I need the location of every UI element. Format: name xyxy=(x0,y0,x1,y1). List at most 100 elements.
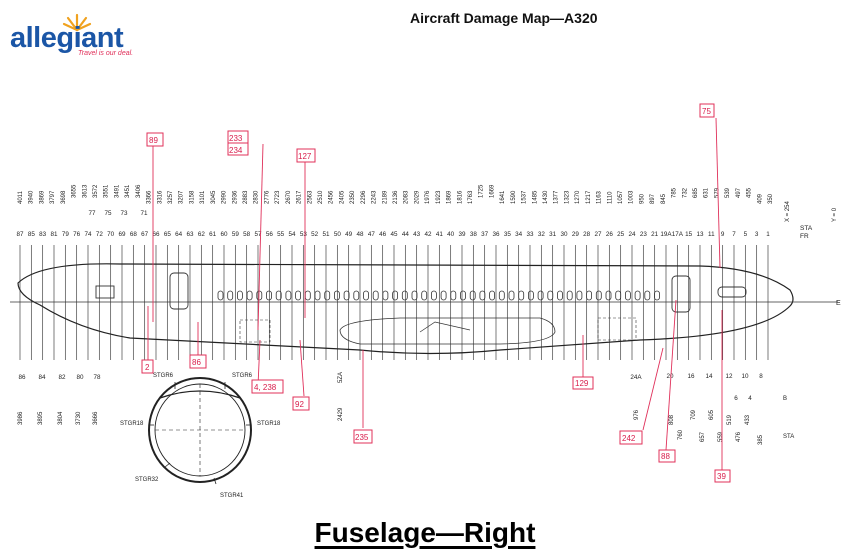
fuselage-cross-section xyxy=(148,377,252,485)
frame-number: 19A xyxy=(660,231,672,238)
station-number: 1217 xyxy=(586,190,592,204)
window xyxy=(450,290,457,301)
frame-number: 23 xyxy=(640,231,648,238)
callout-92: 92 xyxy=(295,400,304,409)
frame-number: 83 xyxy=(39,231,47,238)
frame-number: 79 xyxy=(62,231,70,238)
tail-window xyxy=(95,285,115,299)
frame-number: 60 xyxy=(220,231,228,238)
station-number: 2136 xyxy=(393,190,399,204)
station-number: 3655 xyxy=(72,184,78,198)
window xyxy=(246,290,253,301)
window xyxy=(479,290,486,301)
frame-number: 53 xyxy=(300,231,308,238)
window xyxy=(343,290,350,301)
station-number-bottom: 5ZA xyxy=(338,372,344,383)
station-number-bottom: 519 xyxy=(727,414,733,425)
frame-number: 1 xyxy=(766,231,770,238)
frame-number: 58 xyxy=(243,231,251,238)
frame-number: 59 xyxy=(232,231,240,238)
y-zero-label: Y = 0 xyxy=(832,207,838,222)
station-number: 1590 xyxy=(511,190,517,204)
frame-number: 61 xyxy=(209,231,217,238)
frame-number-bottom: 78 xyxy=(93,374,101,381)
frame-number: 7 xyxy=(732,231,736,238)
station-number: 2617 xyxy=(297,190,303,204)
station-number: 1110 xyxy=(607,191,613,204)
frame-number-bottom: 84 xyxy=(38,374,46,381)
window xyxy=(363,290,369,301)
station-number: 3451 xyxy=(125,184,131,198)
frame-number: 56 xyxy=(266,231,274,238)
frame-number: 47 xyxy=(368,231,376,238)
station-number-bottom: 605 xyxy=(709,409,715,420)
window xyxy=(440,290,447,301)
station-number: 1641 xyxy=(500,190,506,204)
station-number: 2883 xyxy=(243,190,249,204)
station-number: 455 xyxy=(747,187,753,198)
station-number-bottom: 3804 xyxy=(58,411,64,425)
station-number: 1763 xyxy=(468,190,474,204)
station-number: 579 xyxy=(714,187,720,198)
window xyxy=(411,290,418,301)
frame-number: 68 xyxy=(130,231,138,238)
frame-number: 32 xyxy=(538,231,546,238)
frame-number: 9 xyxy=(721,231,725,238)
frame-number-bottom: 8 xyxy=(759,373,763,380)
frame-number: 34 xyxy=(515,231,523,238)
station-number: 1485 xyxy=(532,190,538,204)
frame-number: 40 xyxy=(447,231,455,238)
wing-root xyxy=(419,321,471,333)
station-number: 497 xyxy=(736,187,742,198)
station-number: 3207 xyxy=(179,190,185,204)
frame-number: 21 xyxy=(651,231,659,238)
station-number-bottom: 976 xyxy=(634,409,640,420)
frame-number: 65 xyxy=(164,231,172,238)
station-number: 3572 xyxy=(93,184,99,198)
frame-number: 30 xyxy=(560,231,568,238)
frame-number-bottom: 82 xyxy=(58,374,66,381)
window xyxy=(634,290,641,301)
frame-number: 72 xyxy=(96,231,104,238)
frame-number: 64 xyxy=(175,231,183,238)
frame-number: 24 xyxy=(628,231,636,238)
callout-86: 86 xyxy=(192,358,201,367)
window xyxy=(595,290,602,301)
window xyxy=(615,290,622,301)
station-number: 1976 xyxy=(425,190,431,204)
station-number: 2510 xyxy=(318,190,324,204)
frame-number: 35 xyxy=(504,231,512,238)
frame-number: 49 xyxy=(345,231,353,238)
window xyxy=(605,290,612,301)
station-number: 2083 xyxy=(404,190,410,204)
station-number: 3158 xyxy=(189,190,195,204)
window xyxy=(528,290,534,301)
station-number: 950 xyxy=(639,193,645,204)
window xyxy=(392,290,399,301)
callout-242: 242 xyxy=(622,434,636,443)
door-aft xyxy=(169,272,189,310)
callout-235: 235 xyxy=(355,433,369,442)
window xyxy=(372,290,379,301)
frame-number: 44 xyxy=(402,231,410,238)
frame-number-bottom: 16 xyxy=(687,373,695,380)
frame-number: 87 xyxy=(16,231,24,238)
sun-icon xyxy=(62,13,92,32)
station-number-bottom: 385 xyxy=(758,434,764,445)
frame-number: 52 xyxy=(311,231,319,238)
station-number: 3257 xyxy=(168,190,174,204)
frame-number-bottom: 12 xyxy=(725,373,733,380)
frame-number-bottom: 20 xyxy=(666,373,674,380)
logo-tagline: Travel is our deal. xyxy=(78,50,134,57)
frame-number-bottom: 24A xyxy=(630,374,642,381)
window xyxy=(217,290,224,301)
stgr18-left-label: STGR18 xyxy=(120,421,144,427)
window xyxy=(401,290,408,301)
frame-number: 25 xyxy=(617,231,625,238)
frame-number: 26 xyxy=(606,231,614,238)
stgr18-right-label: STGR18 xyxy=(257,421,281,427)
frame-number: 17A xyxy=(672,231,684,238)
